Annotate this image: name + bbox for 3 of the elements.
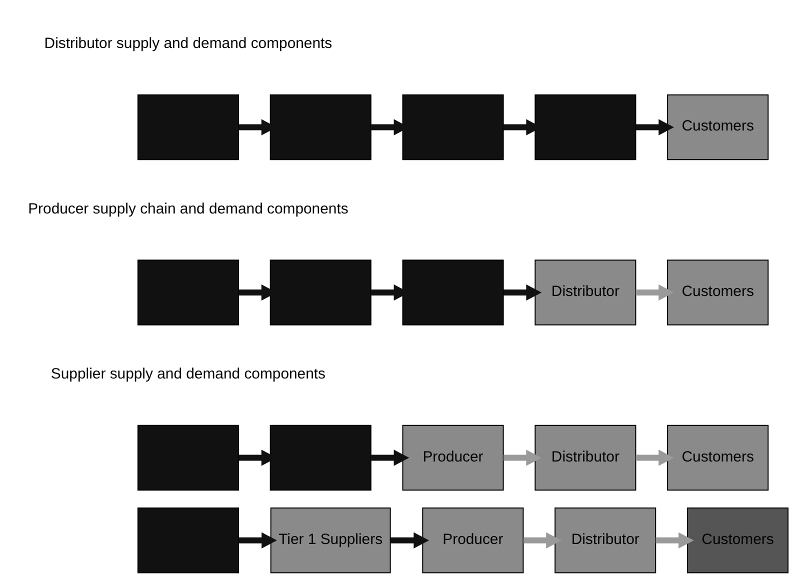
label: Distributor supply and demand components: [44, 35, 332, 52]
label: Supplier supply and demand components: [50, 366, 326, 383]
label: Producer supply chain and demand components: [28, 200, 348, 218]
